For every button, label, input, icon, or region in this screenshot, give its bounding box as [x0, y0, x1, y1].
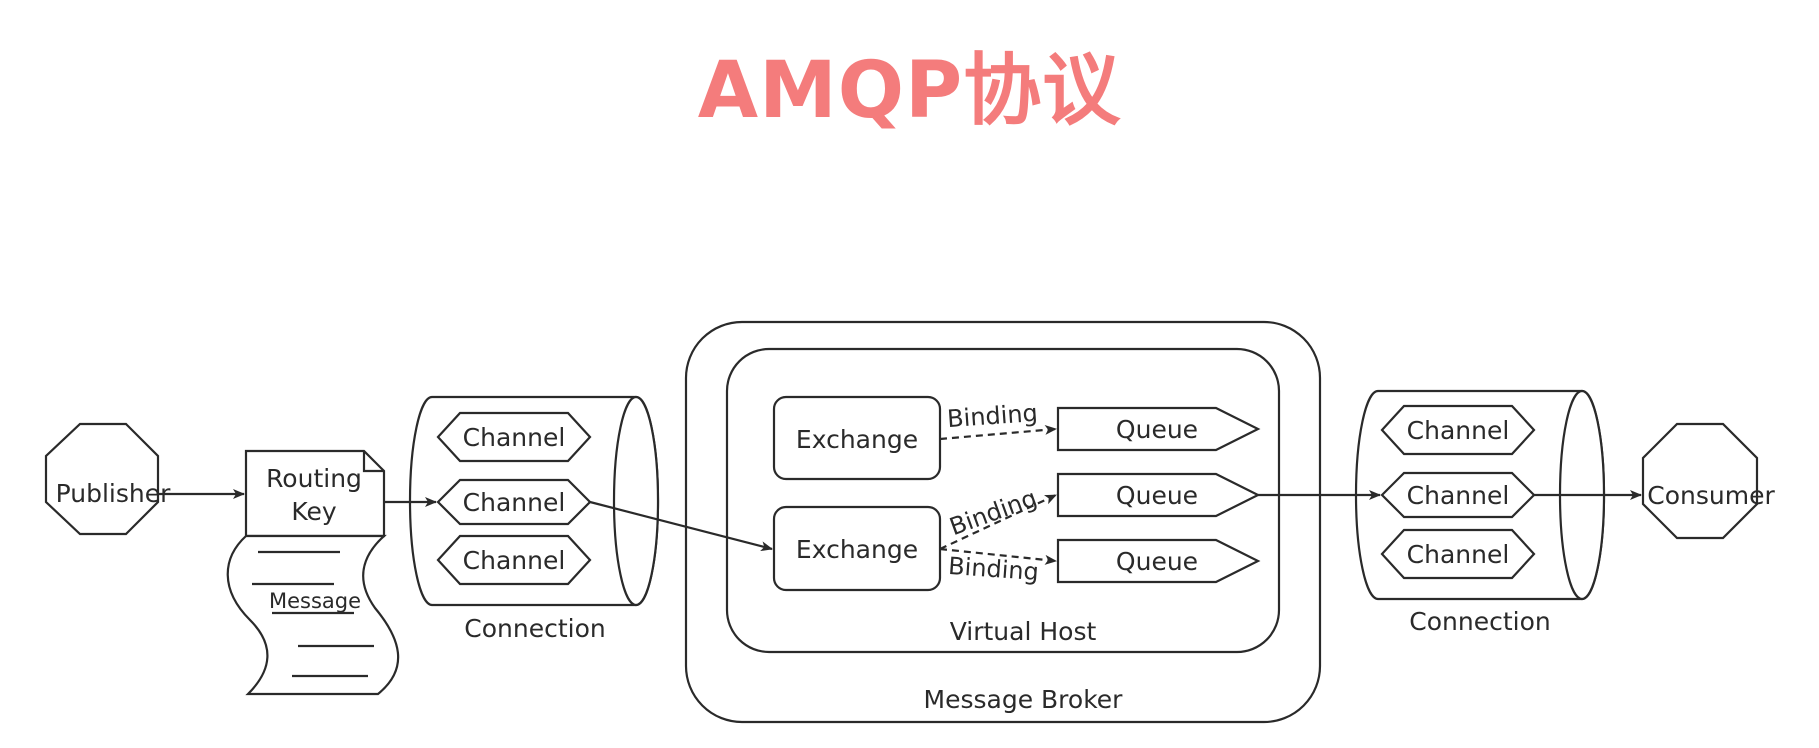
- exchange-1: Exchange: [772, 395, 942, 481]
- right-channel-3-label: Channel: [1407, 540, 1510, 569]
- right-channel-2: Channel: [1380, 471, 1536, 519]
- page-title: AMQP协议: [697, 46, 1122, 136]
- queue-3: Queue: [1056, 538, 1261, 584]
- binding-1-arrow: [939, 424, 1057, 441]
- right-channel-1: Channel: [1380, 404, 1536, 456]
- exchange-1-label: Exchange: [796, 425, 918, 454]
- exchange-2-label: Exchange: [796, 535, 918, 564]
- right-channel-3: Channel: [1380, 528, 1536, 580]
- routing-key-node: Routing Key: [244, 449, 386, 538]
- connection-right-label: Connection: [1409, 607, 1550, 636]
- publisher-node: Publisher: [44, 422, 171, 536]
- routing-key-label-line2: Key: [291, 497, 337, 526]
- left-channel-1-label: Channel: [463, 423, 566, 452]
- virtual-host-label: Virtual Host: [950, 617, 1097, 646]
- publisher-label: Publisher: [56, 479, 171, 508]
- queue-2: Queue: [1056, 472, 1261, 518]
- left-channel-3: Channel: [436, 534, 592, 586]
- message-broker-label: Message Broker: [924, 685, 1124, 714]
- message-node: Message: [226, 534, 400, 696]
- routing-key-label-line1: Routing: [266, 464, 362, 493]
- connection-left-label: Connection: [464, 614, 605, 643]
- right-channel-1-label: Channel: [1407, 416, 1510, 445]
- channel-to-exchange-arrow: [589, 500, 773, 552]
- left-channel-3-label: Channel: [463, 546, 566, 575]
- binding-2-arrow: [939, 494, 1057, 550]
- binding-3-label: Binding: [947, 552, 1039, 586]
- right-channel-2-label: Channel: [1407, 481, 1510, 510]
- consumer-node: Consumer: [1641, 422, 1775, 540]
- binding-1-label: Binding: [946, 399, 1038, 433]
- queue-3-label: Queue: [1116, 547, 1198, 576]
- queue-1-label: Queue: [1116, 415, 1198, 444]
- queue-1: Queue: [1056, 406, 1261, 452]
- left-channel-1: Channel: [436, 411, 592, 463]
- left-channel-2: Channel: [436, 478, 592, 526]
- consumer-label: Consumer: [1647, 481, 1775, 510]
- queue-2-label: Queue: [1116, 481, 1198, 510]
- message-label: Message: [269, 589, 361, 613]
- left-channel-2-label: Channel: [463, 488, 566, 517]
- binding-3-arrow: [939, 547, 1057, 565]
- exchange-2: Exchange: [772, 505, 942, 592]
